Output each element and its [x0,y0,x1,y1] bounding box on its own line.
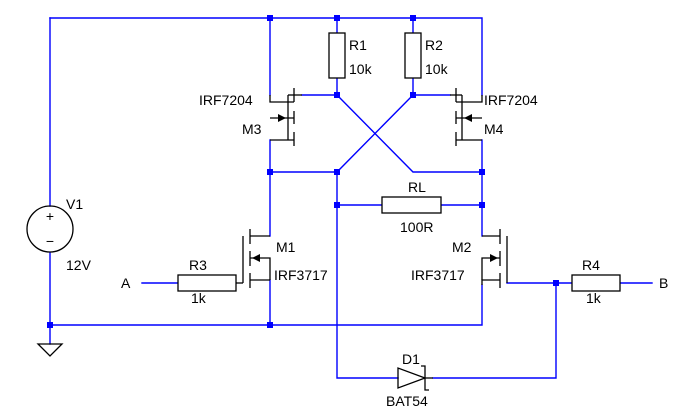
junction-dot [334,169,340,175]
d1-anode-triangle [397,367,427,389]
junction-dot [410,15,416,21]
transistor-m3: IRF7204 M3 [199,88,302,146]
m1-part: IRF3717 [274,267,328,283]
m3-part: IRF7204 [199,92,253,108]
wire-left-node [336,171,399,379]
ground-symbol [36,343,64,357]
resistor-r2: R2 10k [404,32,449,79]
m1-designator: M1 [276,239,296,255]
m3-designator: M3 [242,121,262,137]
m2-designator: M2 [452,239,472,255]
m4-designator: M4 [484,121,504,137]
r1-designator: R1 [349,37,367,53]
m3-arrow-icon [278,114,286,122]
v1-value: 12V [66,257,92,273]
r2-designator: R2 [425,37,443,53]
r2-value: 10k [425,61,449,77]
wire-diode-cathode [432,282,557,379]
rl-value: 100R [400,219,433,235]
resistor-r4: R4 1k [571,257,621,306]
r3-designator: R3 [189,257,207,273]
port-b-label: B [659,275,668,291]
d1-designator: D1 [402,351,420,367]
junction-dot [410,92,416,98]
voltage-source-v1: + − V1 12V [26,196,92,273]
m2-arrow-icon [490,254,498,262]
rl-body [381,196,442,214]
r3-body [177,274,237,292]
r1-value: 10k [349,61,373,77]
junction-dot [267,169,273,175]
m3-source-lead [269,95,294,103]
resistor-r1: R1 10k [328,32,373,79]
v1-plus-sign: + [46,208,54,224]
rl-designator: RL [408,179,426,195]
port-a-label: A [121,275,131,291]
junction-dot [553,280,559,286]
ground-icon [36,343,64,357]
junction-dot [479,202,485,208]
junction-dot [334,15,340,21]
wire-cross-1 [336,94,483,173]
r4-value: 1k [586,290,602,306]
diode-d1: D1 BAT54 [386,351,433,409]
transistor-m4: IRF7204 M4 [450,88,538,146]
m4-arrow-icon [464,114,472,122]
v1-minus-sign: − [46,233,54,249]
d1-part: BAT54 [386,393,428,409]
v1-designator: V1 [66,196,83,212]
r2-body [404,32,422,79]
junction-dot [334,92,340,98]
resistor-rl: RL 100R [381,179,442,235]
junctions [47,15,559,328]
r3-value: 1k [191,290,207,306]
m2-source-lead [481,279,500,285]
wire-top-rail [49,17,483,96]
resistor-r3: R3 1k [177,257,237,306]
v1-symbol [26,205,74,253]
r4-body [571,274,621,292]
junction-dot [47,322,53,328]
wire-ground-rail [49,284,483,326]
junction-dot [267,15,273,21]
m4-source-lead [456,95,483,103]
r1-body [328,32,346,79]
wire-cross-2 [269,94,414,173]
transistor-m1: M1 IRF3717 [236,229,328,288]
junction-dot [479,169,485,175]
m1-arrow-icon [252,254,260,262]
r4-designator: R4 [582,257,600,273]
m2-part: IRF3717 [411,267,465,283]
m4-part: IRF7204 [484,92,538,108]
transistor-m2: M2 IRF3717 [411,229,508,288]
junction-dot [267,322,273,328]
junction-dot [334,202,340,208]
